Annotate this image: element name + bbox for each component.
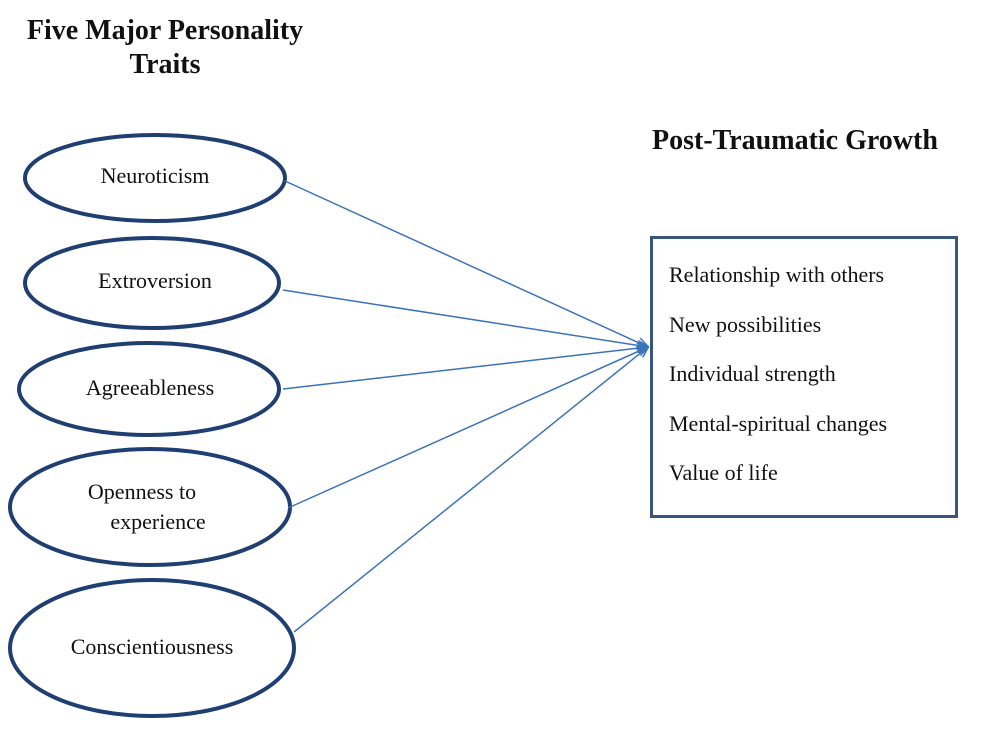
personality-title: Five Major Personality Traits bbox=[0, 14, 330, 82]
growth-item: Value of life bbox=[669, 460, 778, 485]
growth-title: Post-Traumatic Growth bbox=[652, 125, 938, 156]
arrow-extroversion bbox=[282, 289, 648, 347]
trait-ellipse-agreeableness bbox=[17, 341, 281, 437]
trait-ellipse-neuroticism bbox=[23, 133, 287, 223]
trait-label-line1: Neuroticism bbox=[100, 163, 210, 188]
trait-label-line1: Openness to bbox=[87, 479, 197, 504]
trait-label-neuroticism: Neuroticism bbox=[45, 161, 265, 191]
arrow-agreeableness bbox=[282, 347, 648, 390]
growth-item: New possibilities bbox=[669, 312, 822, 337]
trait-label-line2: experience bbox=[110, 509, 206, 534]
arrow-openness bbox=[287, 347, 648, 509]
trait-label-openness: Openness to experience bbox=[30, 477, 270, 537]
trait-label-conscientiousness: Conscientiousness bbox=[40, 632, 264, 662]
trait-label-line1: Agreeableness bbox=[85, 375, 215, 400]
growth-item: Mental-spiritual changes bbox=[669, 411, 888, 436]
trait-ellipse-conscientiousness bbox=[8, 578, 296, 718]
growth-item: Relationship with others bbox=[669, 262, 885, 287]
trait-ellipse-extroversion bbox=[23, 236, 281, 330]
trait-label-line1: Extroversion bbox=[98, 268, 212, 293]
growth-item: Individual strength bbox=[669, 361, 836, 386]
trait-label-line1: Conscientiousness bbox=[70, 634, 234, 659]
growth-box: Relationship with others New possibiliti… bbox=[650, 236, 958, 518]
arrow-conscientiousness bbox=[293, 347, 648, 633]
trait-label-extroversion: Extroversion bbox=[45, 266, 265, 296]
personality-title-line2: Traits bbox=[129, 49, 201, 80]
personality-title-line1: Five Major Personality bbox=[26, 15, 304, 46]
trait-label-agreeableness: Agreeableness bbox=[40, 373, 260, 403]
arrow-neuroticism bbox=[284, 180, 648, 347]
